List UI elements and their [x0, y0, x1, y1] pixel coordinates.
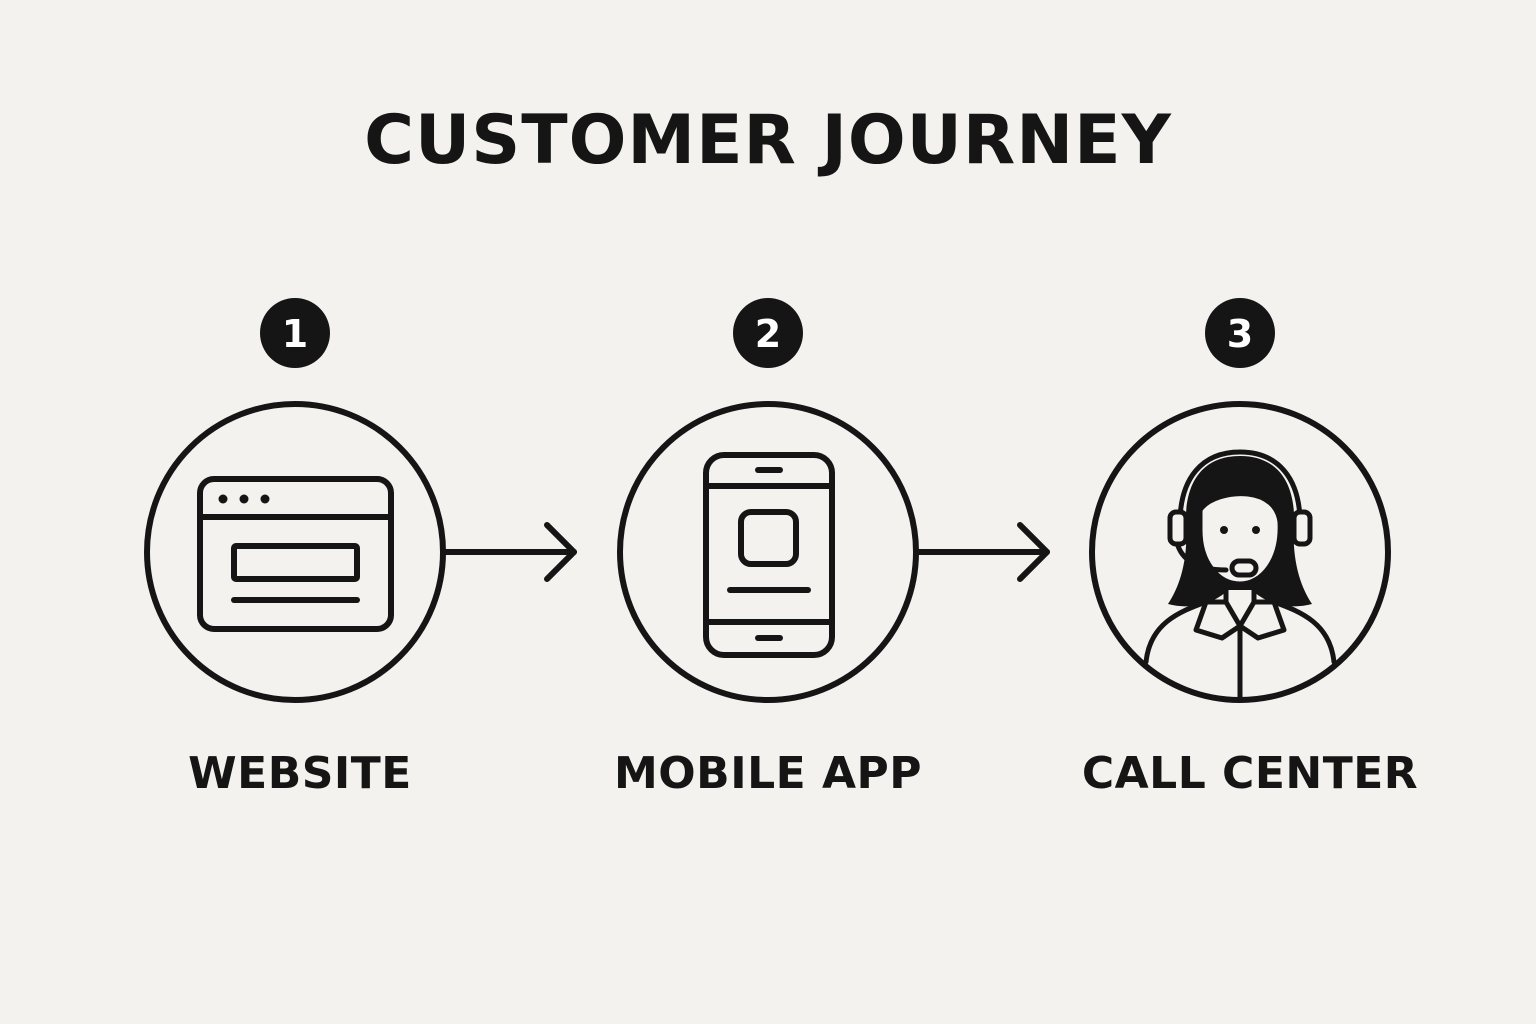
step-badge-3: 3 — [1205, 298, 1275, 368]
step-badge-2: 2 — [733, 298, 803, 368]
smartphone-icon — [703, 452, 835, 658]
step-label-website: WEBSITE — [188, 748, 412, 799]
arrow-right-icon — [915, 522, 1050, 582]
step-1: 1 — [144, 298, 446, 703]
browser-window-icon — [197, 476, 394, 632]
arrow-right-icon — [443, 522, 577, 582]
step-label-mobile-app: MOBILE APP — [613, 748, 923, 799]
step-label-call-center: CALL CENTER — [1081, 748, 1419, 799]
step-number-2: 2 — [755, 312, 781, 356]
step-circle-1 — [144, 401, 446, 703]
page-title: CUSTOMER JOURNEY — [364, 101, 1172, 180]
step-number-1: 1 — [282, 312, 308, 356]
step-2: 2 — [617, 298, 919, 703]
step-3: 3 — [1089, 298, 1391, 703]
call-center-agent-icon — [1143, 449, 1337, 703]
step-number-3: 3 — [1227, 312, 1253, 356]
step-badge-1: 1 — [260, 298, 330, 368]
